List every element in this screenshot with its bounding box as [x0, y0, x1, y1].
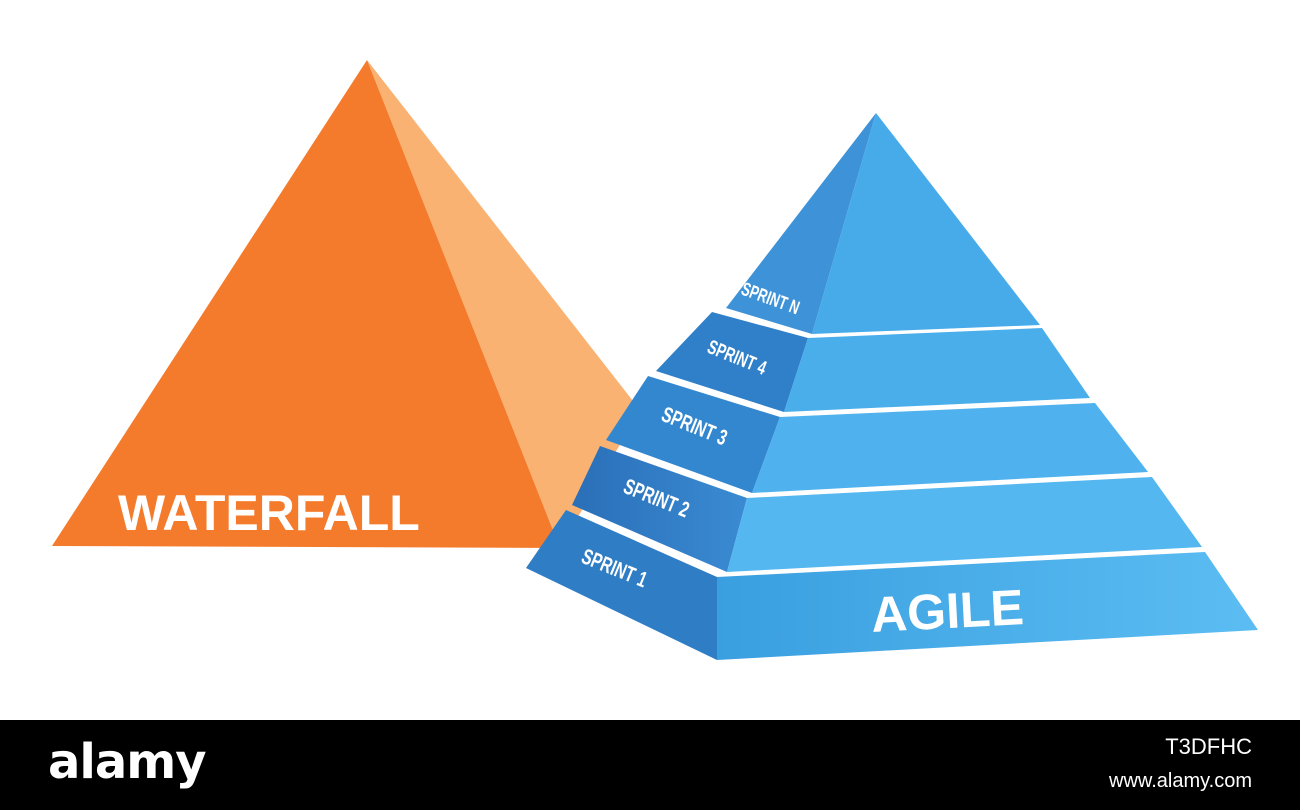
waterfall-front-face [52, 60, 560, 548]
watermark-bar: alamy T3DFHC www.alamy.com [0, 720, 1300, 810]
agile-front-layer-top [812, 113, 1040, 334]
agile-label: AGILE [870, 579, 1026, 643]
agile-side-layer-1 [526, 510, 717, 660]
waterfall-side-face [367, 60, 640, 548]
alamy-logo: alamy [48, 734, 207, 790]
agile-side-layer-top [726, 113, 876, 334]
agile-side-layer-4 [656, 312, 808, 412]
agile-side-layer-3 [606, 376, 780, 493]
site-url[interactable]: www.alamy.com [1109, 770, 1252, 792]
agile-front-layer-4 [784, 328, 1090, 412]
waterfall-pyramid: WATERFALL [52, 60, 640, 548]
agile-front-layer-3 [752, 403, 1148, 493]
pyramids-illustration: WATERFALL SPRINT 1 SPRINT 2 SPRINT 3 SPR… [52, 60, 1258, 660]
waterfall-label: WATERFALL [118, 485, 420, 541]
agile-side-layer-2 [572, 446, 747, 572]
image-id: T3DFHC [1165, 734, 1252, 759]
agile-front-layer-2 [727, 477, 1202, 572]
agile-front-layer-1 [717, 552, 1258, 660]
agile-pyramid: SPRINT 1 SPRINT 2 SPRINT 3 SPRINT 4 SPRI… [526, 113, 1258, 660]
